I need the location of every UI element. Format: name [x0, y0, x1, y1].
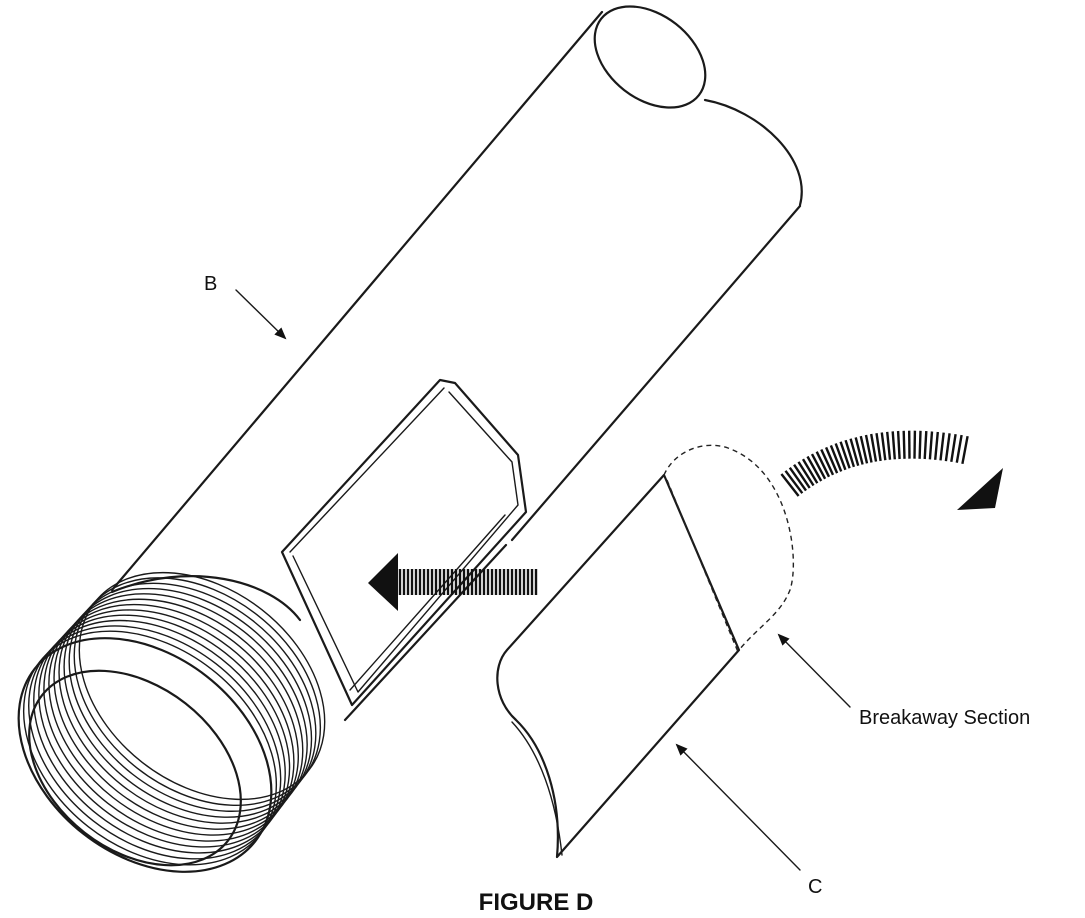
thread-ring: [22, 630, 278, 866]
pipe-window: [280, 378, 528, 707]
hatch-stripe: [902, 430, 906, 459]
pipe-b-top-edge: [110, 10, 604, 592]
thread-ring: [63, 587, 313, 818]
hatch-stripe: [939, 432, 945, 461]
insert-arrow-head: [368, 553, 398, 611]
breakaway-arrow-shaft: [780, 430, 969, 497]
hatch-stripe: [934, 431, 939, 460]
hatch-stripe: [875, 433, 882, 462]
window-inner-diagonal: [289, 387, 445, 553]
insert-c-edge-thickness: [511, 721, 563, 856]
window-outer: [280, 378, 528, 707]
hatch-stripe: [928, 431, 934, 460]
hatch-stripe: [829, 444, 843, 472]
hatch-stripe: [870, 433, 878, 462]
hatch-stripe: [820, 448, 835, 476]
thread-ring: [73, 577, 322, 807]
thread-ring: [78, 571, 326, 801]
hatch-stripe: [797, 461, 815, 487]
hatch-stripe: [788, 467, 807, 492]
hatch-stripe: [864, 434, 873, 463]
hatch-stripe: [780, 473, 800, 497]
insert-c: [496, 444, 795, 859]
figure-caption: FIGURE D: [479, 889, 594, 916]
thread-ring: [43, 609, 295, 842]
hatch-stripe: [849, 438, 860, 467]
hatch-stripe: [784, 470, 804, 494]
pipe-b-bottom-edge-upper: [510, 204, 802, 542]
thread-ring: [68, 582, 317, 812]
insert-arrow-shaft: [398, 569, 538, 595]
window-inner-diagonal-2: [349, 514, 506, 691]
breakaway-arrow-head: [957, 468, 1003, 510]
label-c: C: [808, 876, 822, 898]
hatch-stripe: [801, 458, 819, 484]
hatch-stripe: [961, 435, 969, 465]
label-b: B: [204, 273, 217, 295]
thread-ring: [53, 598, 304, 830]
insert-direction-arrow: [368, 553, 538, 611]
hatch-stripe: [944, 433, 951, 462]
hatch-stripe: [923, 431, 928, 460]
hatch-stripe: [806, 455, 823, 482]
breakaway-section-outline: [663, 444, 795, 651]
pipe-b-far-opening: [593, 5, 707, 109]
label-breakaway-section: Breakaway Section: [859, 707, 1030, 729]
threaded-end: [17, 571, 326, 873]
insert-c-outline: [496, 473, 741, 859]
hatch-stripe: [880, 432, 887, 461]
pipe-b: [110, 5, 803, 722]
pipe-b-bottom-edge-lower: [343, 543, 508, 722]
leader-arrow-b: [235, 289, 287, 340]
thread-rings: [22, 571, 326, 866]
pipe-b-thread-boundary: [110, 575, 302, 622]
hatch-stripe: [793, 464, 811, 489]
hatch-stripe: [859, 435, 869, 464]
window-inner-edge: [292, 391, 519, 693]
hatch-stripe: [918, 430, 922, 459]
threaded-end-opening: [28, 669, 242, 867]
hatch-stripe: [891, 431, 896, 460]
threaded-end-outer: [17, 637, 273, 873]
hatch-stripe: [844, 439, 856, 468]
breakaway-direction-arrow: [780, 430, 1003, 510]
leader-arrow-c: [675, 743, 801, 871]
leader-arrow-breakaway: [777, 633, 851, 708]
thread-ring: [38, 614, 291, 848]
pipe-b-far-end-curve: [703, 98, 803, 207]
hatch-stripe: [810, 453, 827, 480]
hatch-stripe: [815, 451, 831, 478]
hatch-stripe: [854, 437, 864, 465]
hatch-stripe: [824, 446, 839, 474]
hatch-stripe: [896, 430, 901, 460]
insert-c-fold-line: [666, 479, 739, 653]
hatch-stripe: [886, 431, 892, 460]
hatch-stripe: [950, 434, 957, 462]
hatch-stripe: [839, 441, 851, 469]
hatch-stripe: [955, 434, 963, 463]
hatch-stripe: [834, 443, 847, 471]
thread-ring: [48, 603, 299, 836]
